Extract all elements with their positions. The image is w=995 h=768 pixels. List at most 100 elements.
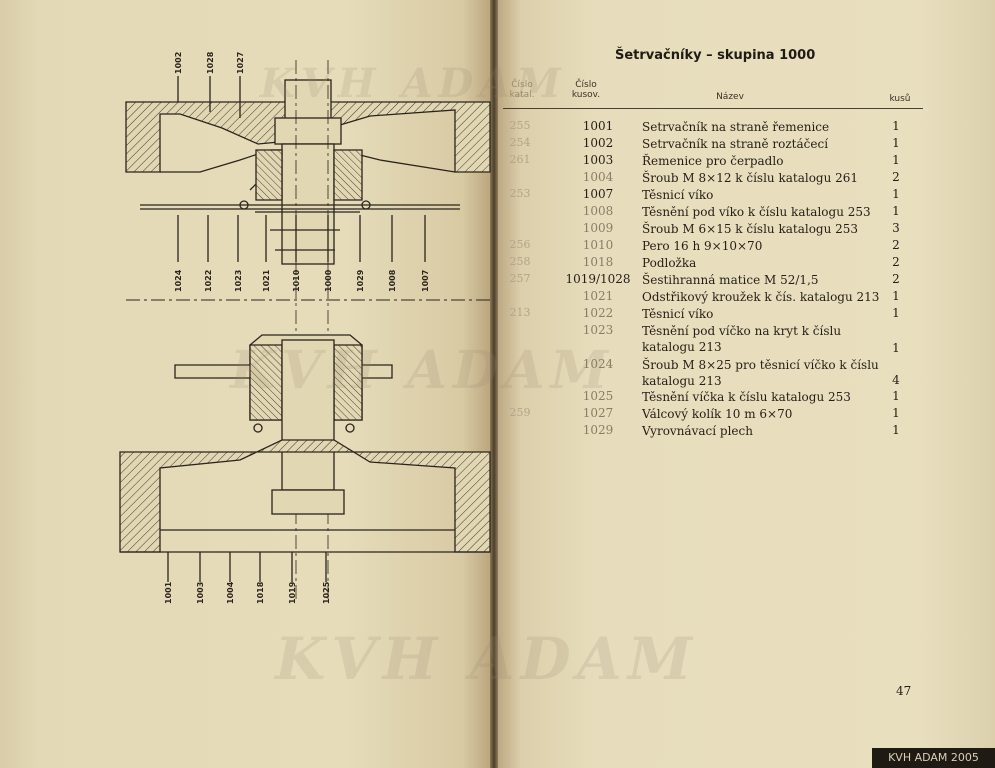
table-row: 259 1027 Válcový kolík 10 m 6⨯70 1 — [500, 406, 920, 423]
part-name: Těsnicí víko — [642, 188, 714, 202]
part-name: Těsnicí víko — [642, 307, 714, 321]
table-row: 1024 Šroub M 8⨯25 pro těsnicí víčko k čís… — [500, 357, 920, 391]
part-quantity: 1 — [892, 136, 900, 150]
callout-label: 1024 — [174, 269, 183, 292]
callout-label: 1022 — [204, 270, 213, 292]
part-quantity: 2 — [892, 272, 900, 286]
piece-number: 1008 — [582, 204, 614, 218]
part-quantity: 1 — [892, 306, 900, 320]
header-quantity: kusů — [889, 94, 911, 104]
piece-number: 1027 — [582, 406, 614, 420]
part-quantity: 2 — [892, 238, 900, 252]
part-name: Těsnění víčka k číslu katalogu 253 — [642, 390, 851, 404]
right-page — [496, 0, 995, 768]
piece-number: 1009 — [582, 221, 614, 235]
part-quantity: 4 — [892, 373, 900, 387]
callout-label: 1019 — [288, 581, 297, 604]
callout-label: 1008 — [388, 269, 397, 292]
part-quantity: 1 — [892, 423, 900, 437]
piece-number: 1002 — [582, 136, 614, 150]
piece-number: 1003 — [582, 153, 614, 167]
part-name: Řemenice pro čerpadlo — [642, 154, 784, 168]
part-name: Těsnění pod víčko na kryt k číslu katalo… — [642, 324, 842, 354]
callout-label: 1010 — [292, 269, 301, 292]
catalog-number: 254 — [509, 136, 531, 149]
callout-label: 1000 — [324, 269, 333, 292]
part-name: Podložka — [642, 256, 697, 270]
catalog-number: 255 — [509, 119, 531, 132]
header-name: Název — [716, 92, 744, 102]
piece-number: 1019/1028 — [565, 272, 631, 286]
callout-label: 1027 — [236, 52, 245, 74]
part-quantity: 2 — [892, 255, 900, 269]
catalog-number: 257 — [509, 272, 531, 285]
part-quantity: 1 — [892, 119, 900, 133]
table-row: 255 1001 Setrvačník na straně řemenice 1 — [500, 119, 920, 136]
part-quantity: 1 — [892, 289, 900, 303]
piece-number: 1001 — [582, 119, 614, 133]
callout-label: 1004 — [226, 581, 235, 604]
table-row: 1021 Odstřikový kroužek k čís. katalogu 2… — [500, 289, 920, 306]
part-name: Šroub M 8⨯25 pro těsnicí víčko k číslu k… — [642, 358, 879, 388]
callout-label: 1001 — [164, 581, 173, 604]
header-divider — [503, 108, 923, 109]
part-name: Válcový kolík 10 m 6⨯70 — [642, 407, 793, 421]
header-catalog-number: Číslo katal. — [509, 80, 535, 100]
piece-number: 1024 — [582, 357, 614, 371]
part-quantity: 1 — [892, 341, 900, 355]
part-name: Odstřikový kroužek k čís. katalogu 213 — [642, 290, 880, 304]
callout-label: 1021 — [262, 269, 271, 292]
piece-number: 1018 — [582, 255, 614, 269]
page-number: 47 — [896, 684, 912, 698]
part-name: Pero 16 h 9⨯10⨯70 — [642, 239, 763, 253]
part-name: Setrvačník na straně řemenice — [642, 120, 830, 134]
flywheel-section-drawing: 1002 1028 1027 1024 1022 1023 1021 1010 … — [119, 51, 491, 604]
piece-number: 1023 — [582, 323, 614, 337]
catalog-number: 213 — [509, 306, 531, 319]
catalog-number: 259 — [509, 406, 531, 419]
piece-number: 1022 — [582, 306, 614, 320]
table-row: 254 1002 Setrvačník na straně roztáčecí 1 — [500, 136, 920, 153]
part-name: Šestihranná matice M 52/1,5 — [642, 273, 819, 287]
table-row: 256 1010 Pero 16 h 9⨯10⨯70 2 — [500, 238, 920, 255]
table-row: 258 1018 Podložka 2 — [500, 255, 920, 272]
table-row: 257 1019/1028 Šestihranná matice M 52/1,5 2 — [500, 272, 920, 289]
table-row: 261 1003 Řemenice pro čerpadlo 1 — [500, 153, 920, 170]
book-gutter — [490, 0, 498, 768]
piece-number: 1025 — [582, 389, 614, 403]
part-quantity: 1 — [892, 153, 900, 167]
callout-label: 1007 — [421, 270, 430, 292]
part-name: Setrvačník na straně roztáčecí — [642, 137, 829, 151]
part-quantity: 1 — [892, 406, 900, 420]
piece-number: 1021 — [582, 289, 614, 303]
table-row: 213 1022 Těsnicí víko 1 — [500, 306, 920, 323]
table-row: 1023 Těsnění pod víčko na kryt k číslu ka… — [500, 323, 920, 357]
piece-number: 1010 — [582, 238, 614, 252]
corner-label: KVH ADAM 2005 — [872, 748, 995, 768]
part-quantity: 3 — [892, 221, 900, 235]
part-quantity: 1 — [892, 187, 900, 201]
part-quantity: 1 — [892, 204, 900, 218]
catalog-number: 258 — [509, 255, 531, 268]
table-row: 1029 Vyrovnávací plech 1 — [500, 423, 920, 440]
callout-label: 1003 — [196, 582, 205, 604]
part-name: Vyrovnávací plech — [642, 424, 753, 438]
table-row: 1025 Těsnění víčka k číslu katalogu 253 1 — [500, 389, 920, 406]
part-quantity: 1 — [892, 389, 900, 403]
callout-label: 1002 — [174, 52, 183, 74]
piece-number: 1007 — [582, 187, 614, 201]
callout-label: 1023 — [234, 270, 243, 292]
header-piece-number: Číslo kusov. — [571, 80, 601, 100]
callout-label: 1018 — [256, 581, 265, 604]
part-name: Šroub M 8⨯12 k číslu katalogu 261 — [642, 171, 859, 185]
catalog-number: 261 — [509, 153, 531, 166]
piece-number: 1029 — [582, 423, 614, 437]
callout-label: 1025 — [322, 581, 331, 604]
page-title: Šetrvačníky – skupina 1000 — [615, 48, 816, 63]
catalog-number: 256 — [509, 238, 531, 251]
